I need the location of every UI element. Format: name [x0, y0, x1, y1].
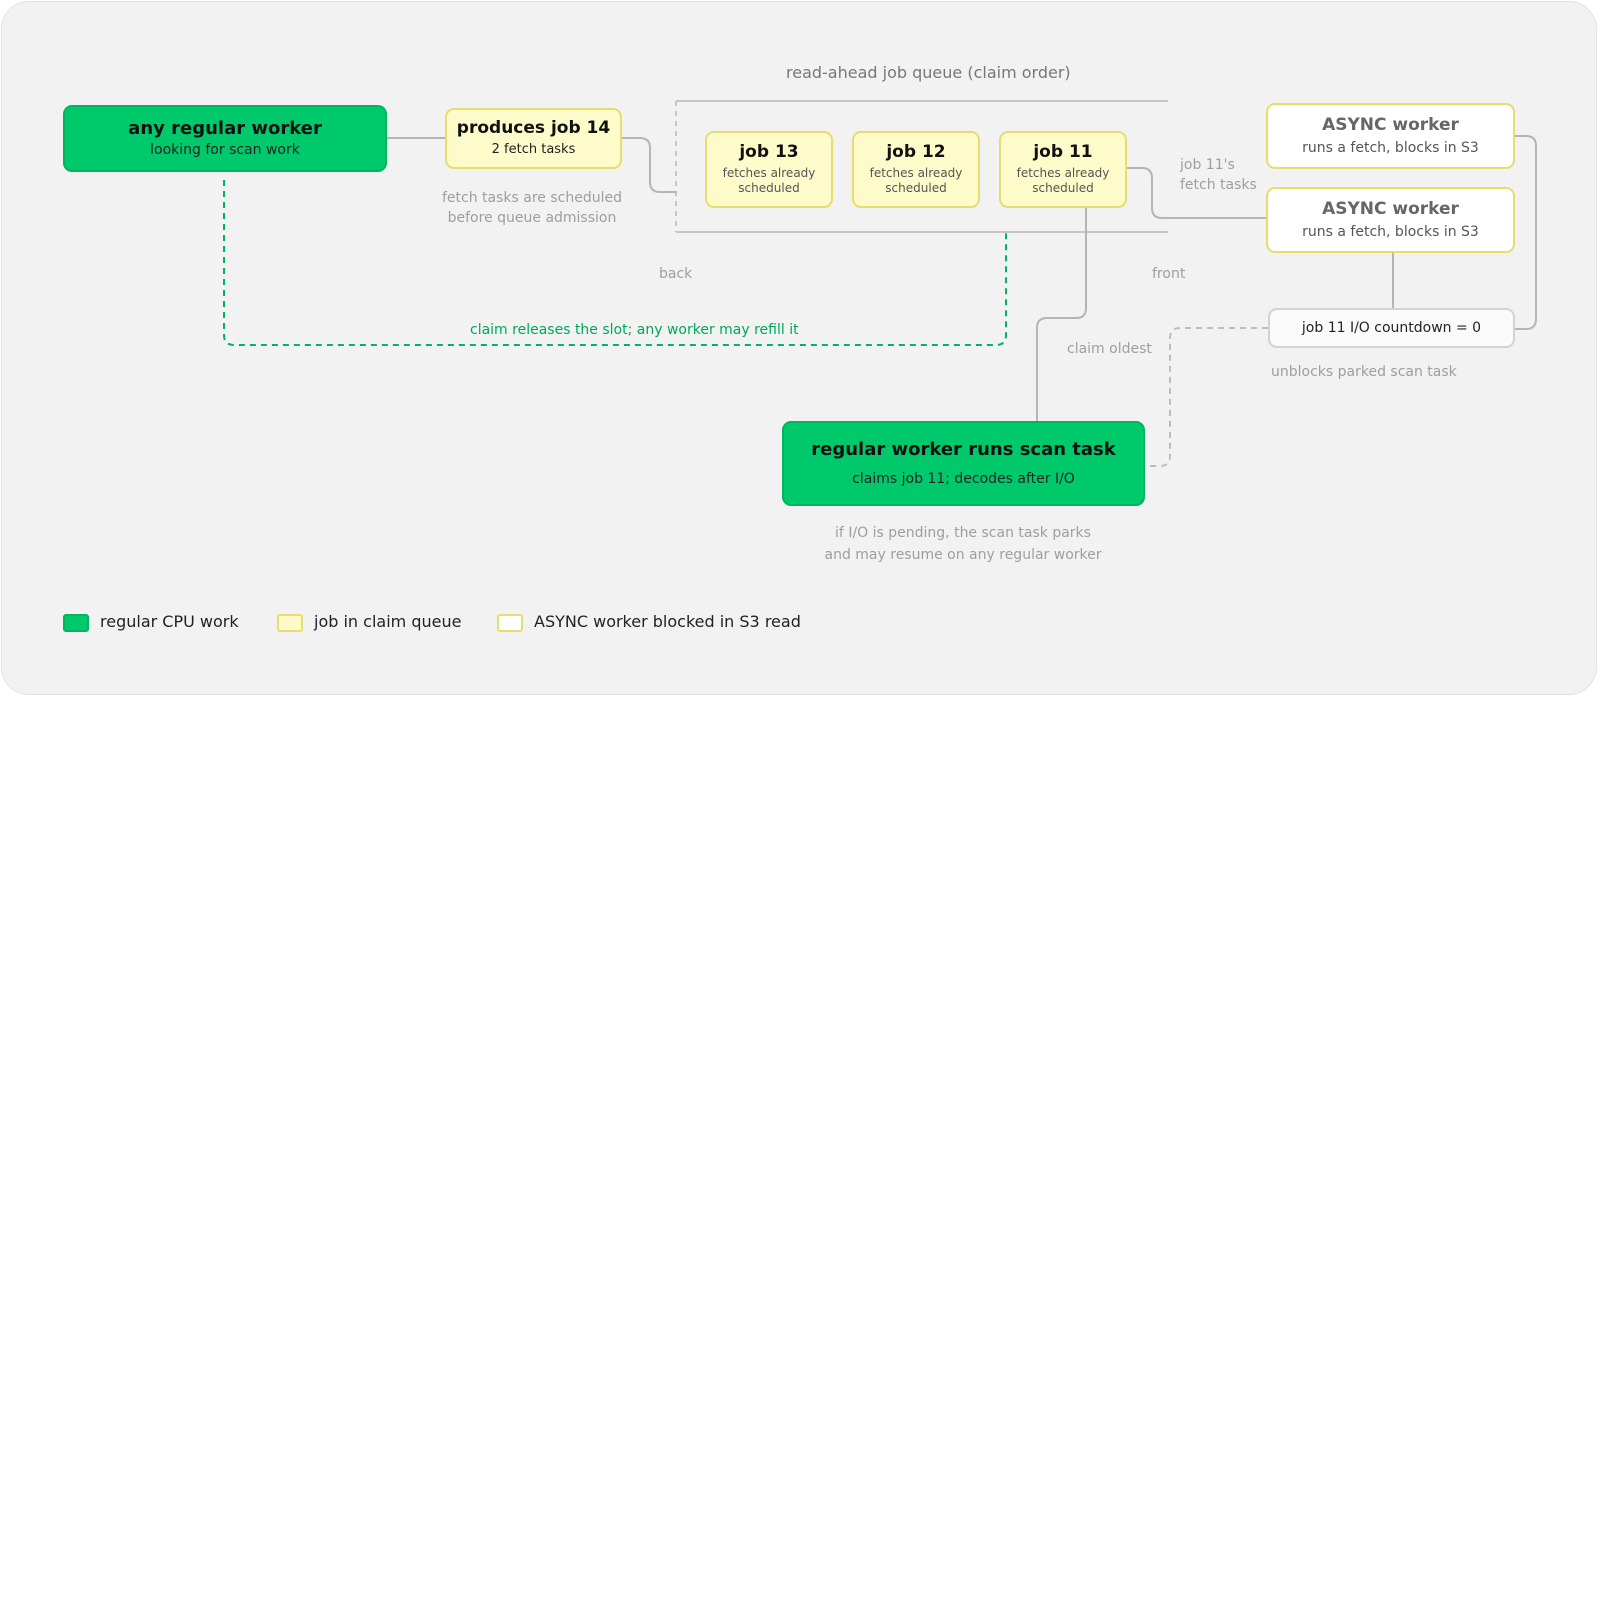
fetch-tasks-label: job 11's fetch tasks — [1180, 155, 1257, 195]
job-11-node: job 11 fetches already scheduled — [999, 131, 1127, 208]
scan-task-subtitle: claims job 11; decodes after I/O — [852, 470, 1075, 487]
scan-task-title: regular worker runs scan task — [811, 439, 1116, 461]
countdown-note: unblocks parked scan task — [1271, 364, 1457, 380]
wire-producer-to-queue — [621, 137, 676, 193]
regular-worker-subtitle: looking for scan work — [150, 142, 300, 159]
regular-worker-node: any regular worker looking for scan work — [63, 105, 387, 172]
job-status-line-2: scheduled — [1032, 181, 1094, 196]
job-title: job 13 — [739, 142, 799, 163]
async-worker-title: ASYNC worker — [1322, 115, 1459, 136]
scan-note-line-2: and may resume on any regular worker — [824, 547, 1102, 563]
wire-claim-oldest — [1036, 207, 1087, 423]
job-status-line-1: fetches already — [1016, 165, 1110, 180]
release-label: claim releases the slot; any worker may … — [470, 322, 799, 338]
wire-unblock — [1145, 327, 1268, 467]
legend-swatch-queue — [277, 614, 303, 632]
io-countdown-node: job 11 I/O countdown = 0 — [1268, 308, 1515, 348]
legend-label: ASYNC worker blocked in S3 read — [534, 612, 801, 631]
queue-front-label: front — [1152, 266, 1186, 282]
job-status-line-1: fetches already — [869, 165, 963, 180]
producer-note-line-2: before queue admission — [447, 210, 617, 226]
claim-oldest-label: claim oldest — [1067, 341, 1152, 357]
job-title: job 11 — [1033, 142, 1093, 163]
wire-job11-to-async — [1127, 167, 1268, 219]
io-countdown-label: job 11 I/O countdown = 0 — [1301, 319, 1482, 336]
legend-label: job in claim queue — [314, 612, 462, 631]
legend-swatch-async — [497, 614, 523, 632]
job-status-line-2: scheduled — [738, 181, 800, 196]
job-13-node: job 13 fetches already scheduled — [705, 131, 833, 208]
queue-title: read-ahead job queue (claim order) — [786, 63, 1071, 82]
queue-back-label: back — [659, 266, 693, 282]
legend-label: regular CPU work — [100, 612, 239, 631]
async-worker-node: ASYNC worker runs a fetch, blocks in S3 — [1266, 103, 1515, 169]
regular-worker-title: any regular worker — [128, 117, 322, 139]
producer-note: fetch tasks are scheduled before queue a… — [432, 188, 632, 228]
producer-note-line-1: fetch tasks are scheduled — [442, 190, 622, 206]
wire-release-loop — [223, 180, 1007, 346]
fetch-tasks-label-line-1: job 11's — [1180, 157, 1235, 173]
async-worker-subtitle: runs a fetch, blocks in S3 — [1302, 223, 1479, 240]
scan-task-node: regular worker runs scan task claims job… — [782, 421, 1145, 506]
scan-note: if I/O is pending, the scan task parks a… — [813, 522, 1113, 566]
async-worker-node: ASYNC worker runs a fetch, blocks in S3 — [1266, 187, 1515, 253]
fetch-tasks-label-line-2: fetch tasks — [1180, 177, 1257, 193]
async-worker-title: ASYNC worker — [1322, 199, 1459, 220]
producer-node: produces job 14 2 fetch tasks — [445, 108, 622, 169]
producer-title: produces job 14 — [456, 118, 611, 139]
job-status-line-1: fetches already — [722, 165, 816, 180]
connector-layer — [223, 100, 1537, 467]
scan-note-line-1: if I/O is pending, the scan task parks — [835, 525, 1091, 541]
legend-swatch-regular — [63, 614, 89, 632]
job-12-node: job 12 fetches already scheduled — [852, 131, 980, 208]
job-title: job 12 — [886, 142, 946, 163]
job-status-line-2: scheduled — [885, 181, 947, 196]
wire-async1-to-countdown — [1515, 135, 1537, 330]
producer-subtitle: 2 fetch tasks — [491, 141, 576, 157]
async-worker-subtitle: runs a fetch, blocks in S3 — [1302, 139, 1479, 156]
